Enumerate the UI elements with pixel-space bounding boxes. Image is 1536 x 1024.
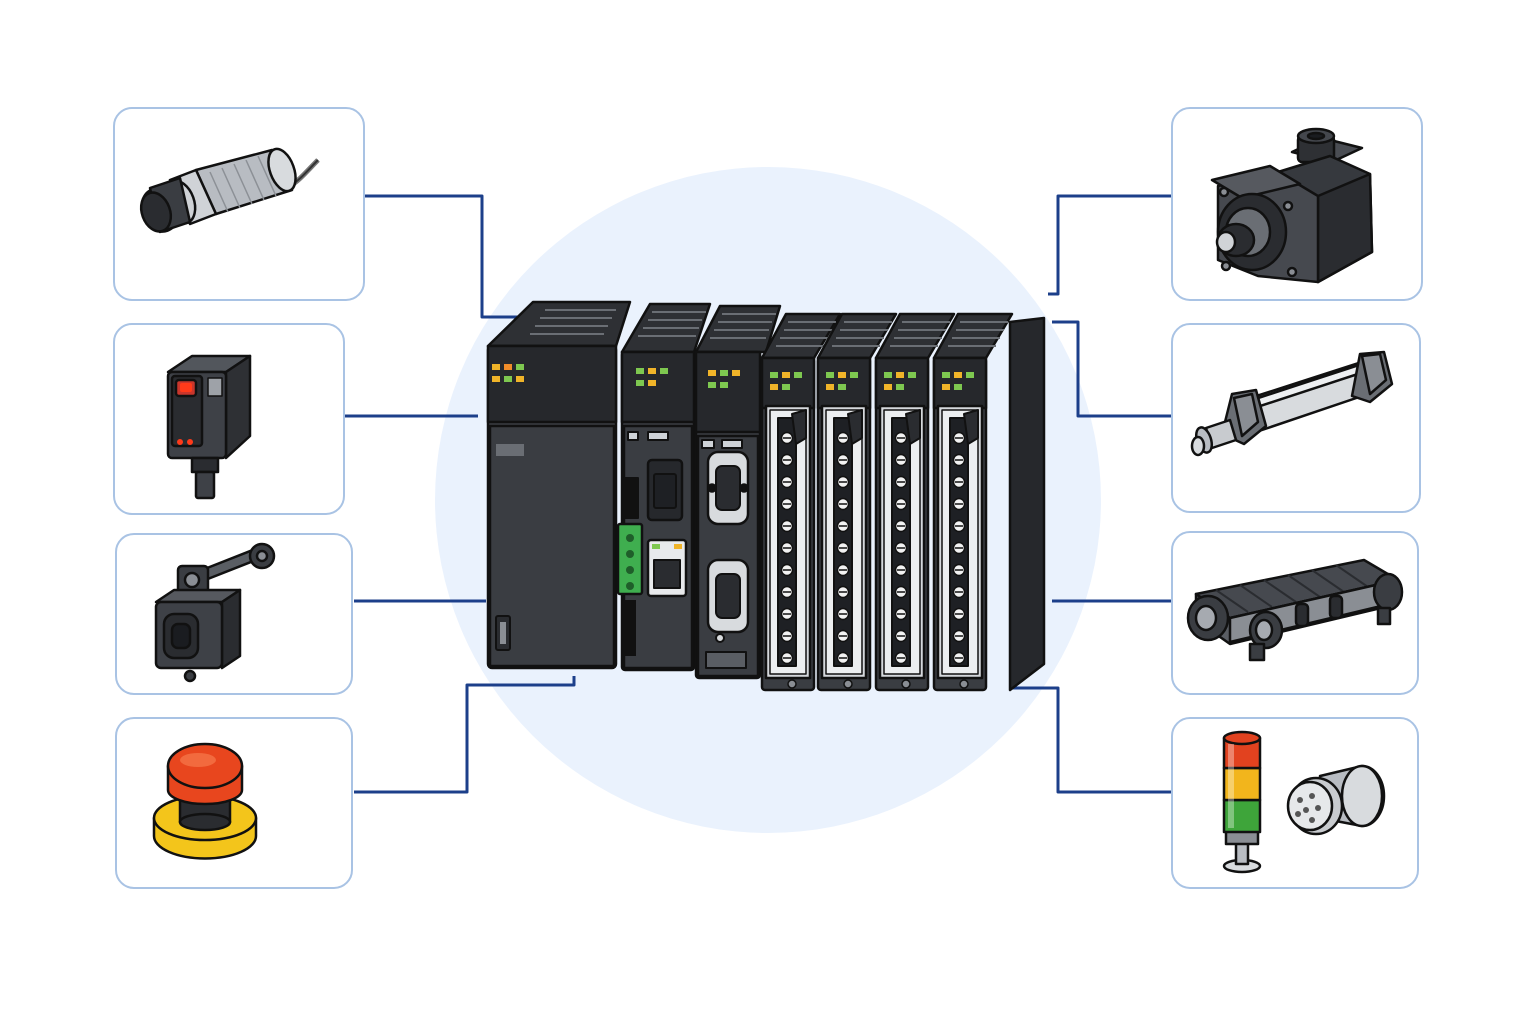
status-led — [908, 372, 916, 378]
rack-side-panel — [1008, 316, 1046, 692]
plc-rack-icon — [486, 300, 1046, 692]
status-led — [782, 372, 790, 378]
status-led — [794, 372, 802, 378]
status-led — [720, 370, 728, 376]
input-card-limit-switch — [115, 533, 353, 695]
green-terminal-block — [616, 522, 644, 596]
status-led — [942, 372, 950, 378]
io-module-4 — [932, 312, 1014, 692]
limit-switch-icon — [154, 542, 276, 683]
connector-pneumatic-cylinder — [1052, 320, 1172, 418]
ethernet-port — [646, 538, 688, 598]
power-supply-module — [486, 300, 632, 670]
input-card-emergency-stop — [115, 717, 353, 889]
serial-port-bottom — [706, 558, 750, 643]
status-led — [850, 372, 858, 378]
status-led — [504, 376, 512, 382]
terminal-strip — [891, 409, 921, 667]
buzzer-icon — [1286, 764, 1386, 836]
status-led — [884, 384, 892, 390]
connector-servo-motor — [1048, 194, 1172, 296]
terminal-strip — [949, 409, 979, 667]
output-card-conveyor — [1171, 531, 1419, 695]
status-led — [504, 364, 512, 370]
input-card-proximity-sensor — [113, 107, 365, 301]
communication-leds — [708, 370, 740, 388]
connector-lines — [344, 194, 1172, 794]
status-led — [954, 384, 962, 390]
io-module-1 — [760, 312, 842, 692]
proximity-sensor-icon — [139, 147, 320, 234]
status-led — [636, 368, 644, 374]
status-led — [896, 384, 904, 390]
connector-proximity-sensor — [364, 194, 530, 319]
power-supply-leds — [492, 364, 524, 382]
status-led — [492, 376, 500, 382]
status-led — [966, 372, 974, 378]
status-led — [708, 382, 716, 388]
status-led — [838, 372, 846, 378]
status-led — [636, 380, 644, 386]
output-card-pneumatic-cylinder — [1171, 323, 1421, 513]
conveyor-icon — [1186, 558, 1404, 662]
stack-light-icon — [1222, 730, 1262, 874]
servo-motor-icon — [1210, 127, 1374, 284]
status-led — [492, 364, 500, 370]
status-led — [770, 384, 778, 390]
io-module-2 — [816, 312, 898, 692]
status-led — [942, 384, 950, 390]
io-module-3 — [874, 312, 956, 692]
output-card-stack-light — [1171, 717, 1419, 889]
emergency-stop-button-icon — [152, 742, 258, 860]
terminal-strip — [777, 409, 807, 667]
status-led — [720, 382, 728, 388]
status-led — [826, 384, 834, 390]
stack-light-and-buzzer-icon — [1222, 730, 1386, 874]
connector-emergency-stop — [354, 676, 576, 794]
cpu-module — [616, 302, 712, 672]
status-led — [516, 364, 524, 370]
terminal-strip — [833, 409, 863, 667]
status-led — [782, 384, 790, 390]
status-led — [516, 376, 524, 382]
pneumatic-cylinder-icon — [1190, 350, 1394, 457]
photoelectric-sensor-icon — [166, 354, 252, 500]
status-led — [732, 370, 740, 376]
status-led — [896, 372, 904, 378]
status-led — [648, 368, 656, 374]
status-led — [838, 384, 846, 390]
status-led — [884, 372, 892, 378]
status-led — [648, 380, 656, 386]
io-modules — [760, 312, 1014, 692]
status-led — [954, 372, 962, 378]
status-led — [660, 368, 668, 374]
connector-stack-light — [1010, 686, 1172, 794]
status-led — [826, 372, 834, 378]
communication-module — [694, 304, 782, 680]
output-card-servo-motor — [1171, 107, 1423, 301]
input-card-photoelectric-sensor — [113, 323, 345, 515]
serial-port-top — [706, 450, 750, 526]
status-led — [708, 370, 716, 376]
status-led — [770, 372, 778, 378]
cpu-leds — [636, 368, 668, 386]
